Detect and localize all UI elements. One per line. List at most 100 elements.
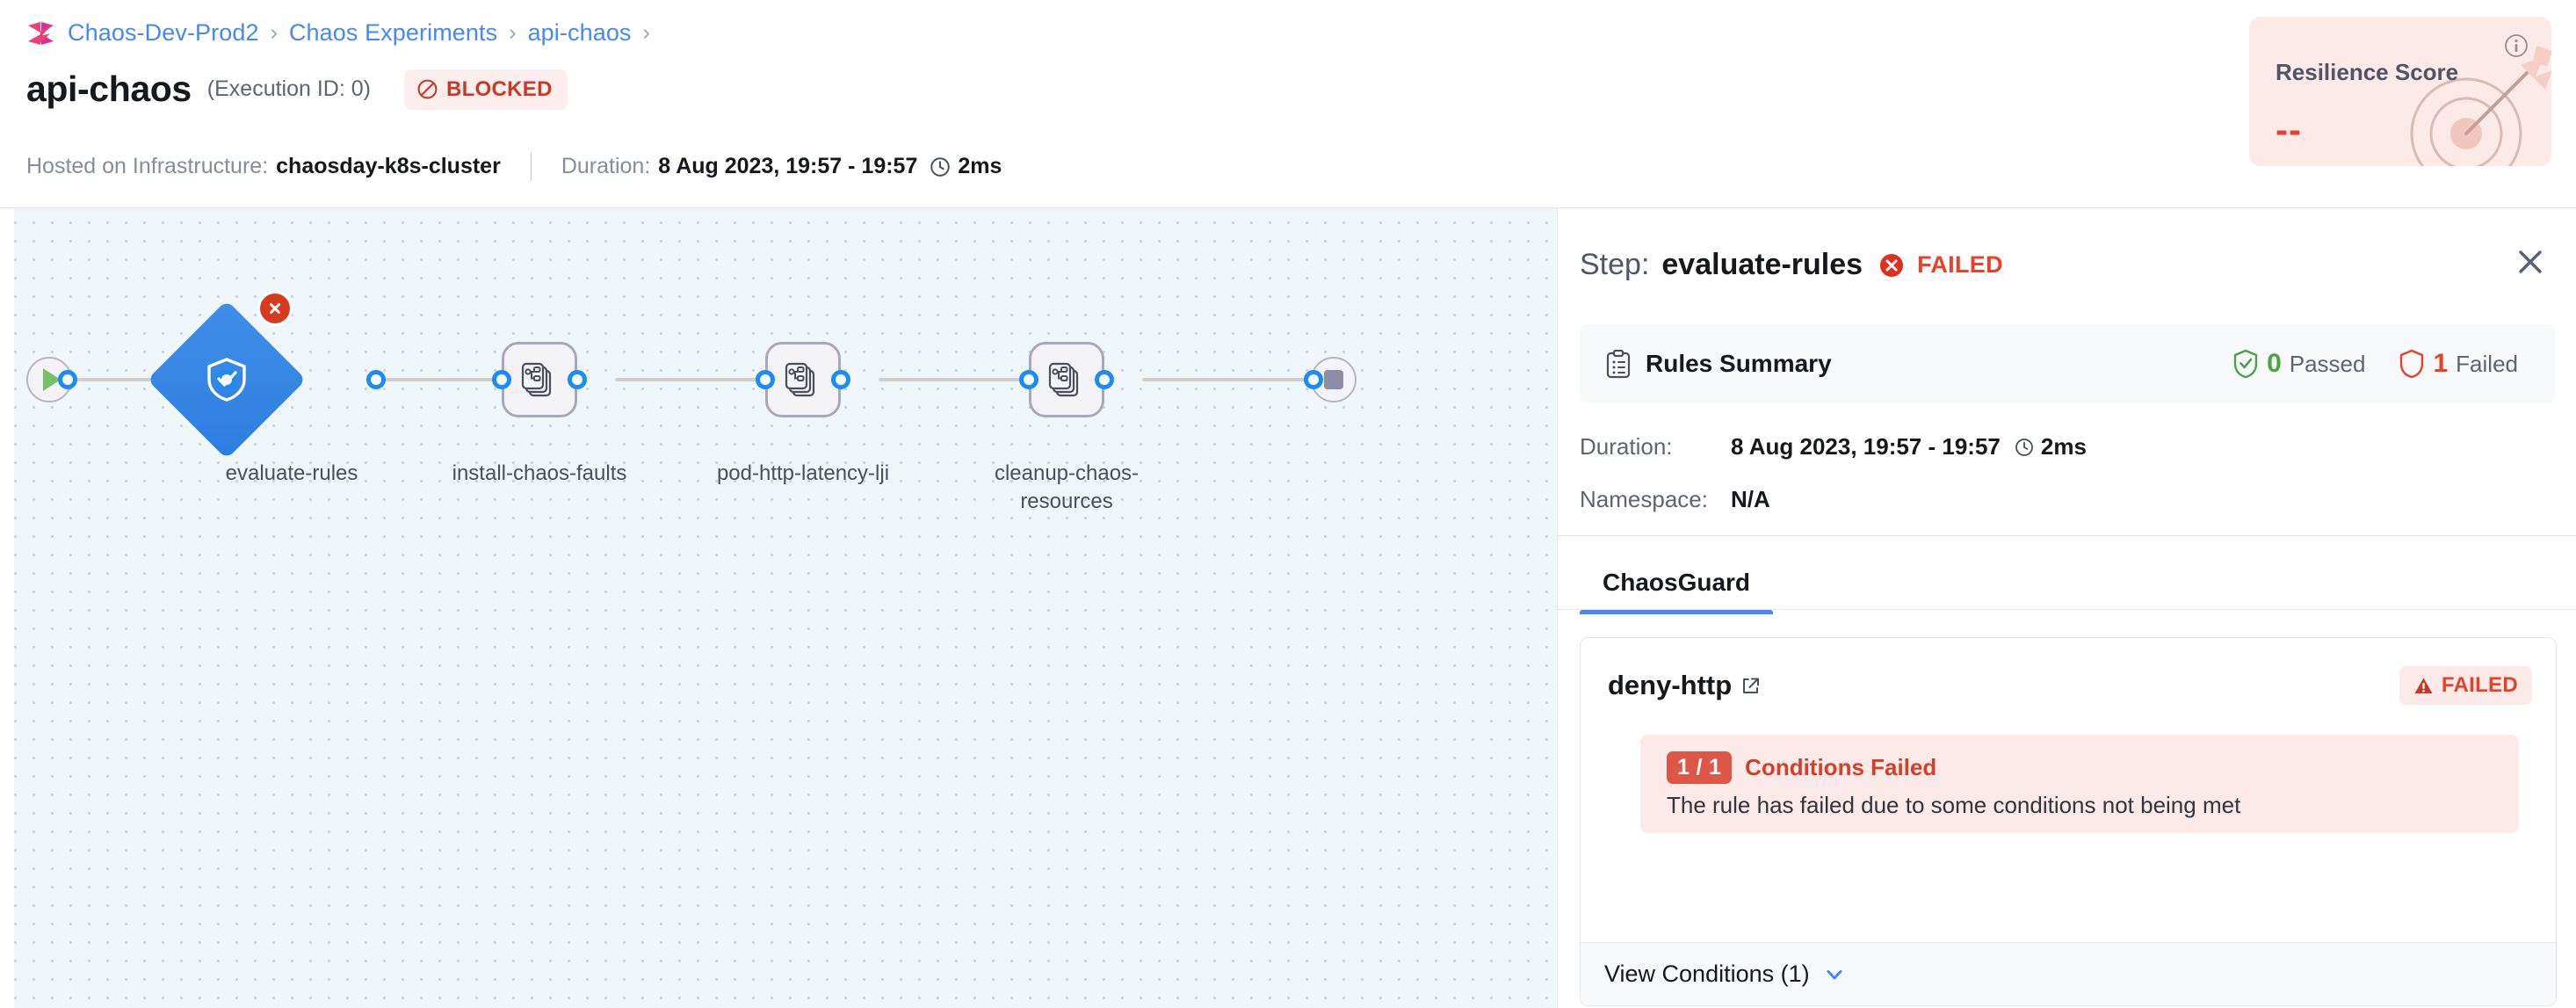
close-icon[interactable] <box>2514 245 2547 279</box>
rules-passed-count: 0 <box>2267 349 2282 378</box>
resilience-score-value: -- <box>2276 109 2302 150</box>
panel-step-status: FAILED <box>1917 251 2003 278</box>
port-cleanup-chaos-resources-input[interactable] <box>1019 370 1038 389</box>
page-title: api-chaos <box>26 69 192 109</box>
meta-divider <box>530 152 532 181</box>
shield-check-icon <box>2233 349 2258 379</box>
rule-name: deny-http <box>1608 670 1733 700</box>
target-arrow-icon <box>2410 46 2551 166</box>
breadcrumb-item-chaos-experiments[interactable]: Chaos Experiments <box>288 19 498 46</box>
conditions-failed-badge: 1 / 1 <box>1667 751 1733 784</box>
error-x-icon <box>270 303 280 314</box>
clipboard-icon <box>1606 349 1631 378</box>
node-cleanup-chaos-resources[interactable] <box>1029 342 1104 417</box>
breadcrumb-item-api-chaos[interactable]: api-chaos <box>527 19 632 46</box>
infrastructure-label: Hosted on Infrastructure: <box>26 154 269 178</box>
duration-value: 8 Aug 2023, 19:57 - 19:57 <box>658 154 918 178</box>
panel-step-name: evaluate-rules <box>1661 248 1863 281</box>
rules-failed-stat: 1 Failed <box>2399 349 2518 379</box>
edge-start-to-evaluate-rules <box>65 378 232 381</box>
rules-summary-stats: 0 Passed 1 Failed <box>2232 349 2518 379</box>
conditions-failed-header: 1 / 1 Conditions Failed <box>1667 751 1936 784</box>
port-start-output[interactable] <box>58 370 77 389</box>
external-link-icon[interactable] <box>1740 676 1761 696</box>
header-divider <box>0 207 2576 208</box>
chevron-down-icon <box>1827 969 1842 979</box>
duration-key: Duration: <box>1580 433 1673 460</box>
rules-passed-stat: 0 Passed <box>2232 349 2365 379</box>
detail-row-namespace: Namespace: N/A <box>1580 486 1770 513</box>
rule-name-group: deny-http <box>1608 670 1761 701</box>
chaos-template-icon <box>1048 362 1079 397</box>
meta-row: Hosted on Infrastructure: chaosday-k8s-c… <box>26 152 1002 181</box>
breadcrumb-separator-2: › <box>509 20 517 45</box>
view-conditions-label: View Conditions (1) <box>1604 961 1810 987</box>
edge-evaluate-to-install <box>378 378 516 381</box>
duration-label: Duration: <box>561 154 651 178</box>
port-install-chaos-faults-input[interactable] <box>492 370 511 389</box>
duration-elapsed: 2ms <box>2040 433 2087 460</box>
rule-card-deny-http: deny-http FAILED 1 / <box>1580 637 2557 1006</box>
port-install-chaos-faults-output[interactable] <box>568 370 587 389</box>
panel-tabs: ChaosGuard <box>1580 553 1774 614</box>
rule-status-label: FAILED <box>2441 673 2518 697</box>
node-label-install-chaos-faults: install-chaos-faults <box>452 461 627 485</box>
breadcrumb-item-project[interactable]: Chaos-Dev-Prod2 <box>68 19 259 46</box>
chaos-template-icon <box>785 362 815 397</box>
tab-chaosguard[interactable]: ChaosGuard <box>1580 553 1774 614</box>
resilience-score-title: Resilience Score <box>2276 59 2459 85</box>
breadcrumb: Chaos-Dev-Prod2 › Chaos Experiments › ap… <box>26 19 650 47</box>
node-label-cleanup-chaos-resources: cleanup-chaos-resources <box>994 461 1140 513</box>
port-pod-http-latency-output[interactable] <box>831 370 850 389</box>
shield-check-icon <box>207 358 246 402</box>
pipeline-start-node[interactable] <box>26 357 72 402</box>
panel-title: Step: evaluate-rules FAILED <box>1580 248 2003 282</box>
port-cleanup-chaos-resources-output[interactable] <box>1095 370 1114 389</box>
node-pod-http-latency-lji[interactable] <box>765 342 841 417</box>
warning-triangle-icon <box>2414 678 2433 693</box>
info-icon[interactable] <box>2503 33 2529 59</box>
shield-outline-icon <box>2400 349 2424 379</box>
port-pod-http-latency-input[interactable] <box>756 370 775 389</box>
rules-failed-label: Failed <box>2456 350 2518 377</box>
clock-icon <box>2015 438 2033 456</box>
breadcrumb-separator-3: › <box>642 20 650 45</box>
port-evaluate-rules-output[interactable] <box>366 370 386 389</box>
conditions-failed-box: 1 / 1 Conditions Failed The rule has fai… <box>1640 735 2519 833</box>
pipeline-canvas[interactable]: evaluate-rules install-chaos-faults <box>0 208 1557 1008</box>
rules-summary-card: Rules Summary 0 Passed 1 Failed <box>1580 324 2555 403</box>
canvas-left-margin <box>0 208 14 1008</box>
tabs-underline <box>1558 609 2576 610</box>
panel-step-prefix: Step: <box>1580 248 1650 281</box>
title-row: api-chaos (Execution ID: 0) BLOCKED <box>26 69 568 110</box>
node-label-evaluate-rules: evaluate-rules <box>225 461 358 485</box>
page-header: Chaos-Dev-Prod2 › Chaos Experiments › ap… <box>0 0 2576 208</box>
breadcrumb-separator-1: › <box>270 20 278 45</box>
status-badge-label: BLOCKED <box>445 76 553 101</box>
rules-summary-heading: Rules Summary <box>1605 349 1832 379</box>
namespace-value: N/A <box>1731 486 1770 512</box>
port-end-input[interactable] <box>1304 370 1323 389</box>
harness-logo-icon[interactable] <box>26 20 56 47</box>
rule-status-badge: FAILED <box>2399 666 2532 705</box>
stop-icon <box>1324 370 1343 389</box>
rules-summary-label: Rules Summary <box>1646 350 1832 377</box>
node-error-badge[interactable] <box>257 291 293 326</box>
infrastructure-value: chaosday-k8s-cluster <box>276 154 501 178</box>
chaos-template-icon <box>521 362 552 397</box>
duration-value: 8 Aug 2023, 19:57 - 19:57 <box>1731 433 2001 460</box>
resilience-score-card: Resilience Score -- <box>2249 17 2551 166</box>
conditions-failed-message: The rule has failed due to some conditio… <box>1667 792 2241 818</box>
status-badge: BLOCKED <box>403 69 568 110</box>
view-conditions-toggle[interactable]: View Conditions (1) <box>1581 942 2556 1005</box>
execution-id: (Execution ID: 0) <box>206 76 371 101</box>
panel-header: Step: evaluate-rules FAILED <box>1558 208 2576 317</box>
blocked-icon <box>417 79 438 99</box>
error-circle-icon <box>1880 253 1904 277</box>
edge-cleanup-to-end <box>1142 378 1309 381</box>
node-install-chaos-faults[interactable] <box>502 342 577 417</box>
edge-install-to-pod-latency <box>615 378 773 381</box>
step-details-panel: Step: evaluate-rules FAILED <box>1557 208 2576 1008</box>
rule-card-header: deny-http FAILED <box>1581 638 2556 735</box>
panel-divider <box>1558 535 2576 536</box>
